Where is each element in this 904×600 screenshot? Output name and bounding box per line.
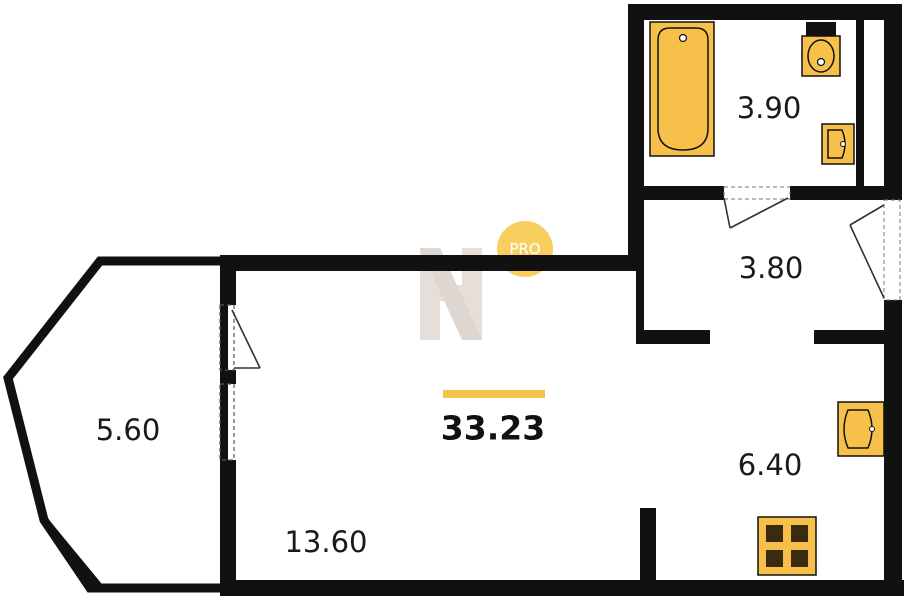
total-area: 33.23	[440, 408, 546, 448]
entrance-door-icon	[849, 199, 901, 301]
watermark-pro-badge: PRO	[509, 240, 541, 258]
room-area-bathroom: 3.90	[736, 91, 802, 125]
exterior-walls	[220, 4, 904, 596]
toilet-icon	[801, 22, 841, 77]
room-area-kitchen: 6.40	[737, 448, 803, 482]
room-area-balcony: 5.60	[95, 413, 161, 447]
bathtub-icon	[649, 21, 715, 157]
bathroom-door-icon	[723, 186, 791, 229]
balcony-door-icon	[219, 304, 261, 461]
room-area-hallway: 3.80	[738, 251, 804, 285]
room-area-living-room: 13.60	[284, 525, 368, 559]
stove-icon	[757, 516, 817, 576]
kitchen-sink-icon	[837, 401, 885, 457]
total-area-accent-bar	[443, 390, 545, 398]
balcony-outer-wall	[3, 256, 224, 593]
bathroom-sink-icon	[821, 123, 855, 165]
